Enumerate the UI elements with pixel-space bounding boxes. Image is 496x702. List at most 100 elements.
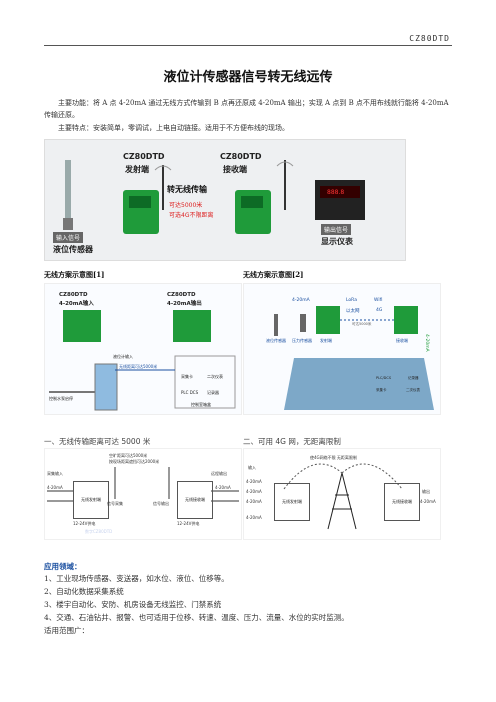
diagram1-sender-icon bbox=[63, 310, 101, 342]
pressure-sensor-icon bbox=[300, 314, 306, 332]
w1-signal-out: 4-20mA bbox=[215, 485, 231, 490]
w2-signal-3: 4-20mA bbox=[246, 499, 262, 504]
applications-heading: 应用领域： bbox=[44, 562, 82, 571]
note-4g: 二、可用 4G 网，无距离限制 bbox=[243, 437, 341, 446]
level-sensor-icon bbox=[274, 314, 278, 336]
wiring1-graphics bbox=[47, 467, 239, 502]
w2-signal-out: 4-20mA bbox=[420, 499, 436, 504]
wave-right-icon bbox=[276, 161, 294, 167]
d2-sender: 发射端 bbox=[320, 338, 332, 343]
list-item: 4、交通、石油钻井、报警、也可适用于位移、转速、温度、压力、流量、水位的实时监测… bbox=[44, 613, 349, 622]
page-title: 液位计传感器信号转无线远传 bbox=[163, 70, 333, 85]
d1-plc: PLC DCS bbox=[181, 390, 199, 395]
paragraph-function: 主要功能：将 A 点 4-20mA 通过无线方式传输到 B 点再还原成 4-20… bbox=[44, 99, 449, 119]
hero-illustration: CZ80DTD 发射端 CZ80DTD 接收端 转无线传输 可达5000米 可选… bbox=[44, 139, 406, 261]
diagram1-heading: 无线方案示意图[1] bbox=[44, 270, 105, 279]
w1-watermark: 数字CZ80DTD bbox=[85, 529, 113, 534]
d1-recorder: 记录器 bbox=[207, 390, 219, 395]
receiver-device-icon bbox=[235, 190, 271, 234]
d1-meter: 二次仪表 bbox=[207, 374, 223, 379]
wiring2-graphics bbox=[283, 463, 403, 530]
w1-power-rx: 12-24V供电 bbox=[177, 521, 200, 526]
d2-collector: 采集卡 bbox=[376, 388, 387, 392]
diagram2-heading: 无线方案示意图[2] bbox=[243, 270, 304, 279]
sender-device-icon bbox=[123, 190, 159, 234]
wiring-diagram-2: 输入 输出 使4G网络不限 无距离限制 4-20mA 4-20mA 4-20mA… bbox=[243, 448, 441, 540]
w1-right-label: 远程输出 bbox=[211, 471, 227, 476]
paragraph-feature: 主要特点：安装简单，零调试，上电自动链接。适用于不方便布线的现场。 bbox=[58, 124, 289, 132]
list-item: 适用范围广： bbox=[44, 626, 89, 635]
w2-top-note: 使4G网络不限 无距离限制 bbox=[310, 455, 357, 460]
d2-pressure: 压力传感器 bbox=[292, 338, 312, 343]
diagram1-graphics bbox=[49, 310, 236, 411]
wave-left-icon bbox=[154, 165, 172, 171]
w2-left-label: 输入 bbox=[248, 465, 256, 470]
header-code: CZ80DTD bbox=[409, 34, 450, 43]
display-screen-icon bbox=[320, 186, 360, 198]
w2-signal-1: 4-20mA bbox=[246, 479, 262, 484]
list-item: 2、自动化数据采集系统 bbox=[44, 587, 124, 596]
d1-cabinet: 控制室箱盒 bbox=[191, 402, 211, 407]
dam-icon bbox=[284, 358, 434, 410]
diagram1-receiver-icon bbox=[173, 310, 211, 342]
d1-receiver: CZ80DTD bbox=[167, 292, 196, 298]
d1-sender: CZ80DTD bbox=[59, 292, 88, 298]
output-name: 显示仪表 bbox=[321, 237, 353, 246]
sensor-probe-icon bbox=[65, 160, 71, 220]
w1-collect: 信号采集 bbox=[107, 501, 123, 506]
applications-list: 1、工业现场传感器、变送器，如水位、液位、位移等。 2、自动化数据采集系统 3、… bbox=[44, 572, 464, 637]
sender-model: CZ80DTD bbox=[123, 152, 165, 161]
range-label-2: 可选4G不限距离 bbox=[169, 212, 214, 219]
hero-graphics bbox=[63, 160, 365, 230]
d1-collector: 采集卡 bbox=[181, 374, 193, 379]
d1-receiver-sub: 4-20mA输出 bbox=[167, 301, 202, 307]
d2-plc: PLC/DCS bbox=[376, 376, 392, 380]
w1-top-note-1: 空旷距离可达5000米 bbox=[109, 453, 148, 458]
w2-right-label: 输出 bbox=[422, 489, 430, 494]
d2-recorder: 记录器 bbox=[408, 376, 419, 380]
w1-power-tx: 12-24V供电 bbox=[73, 521, 96, 526]
w1-tx-box: 无线发射端 bbox=[73, 481, 109, 519]
range-label-1: 可达5000米 bbox=[169, 202, 203, 209]
d1-pump: 控制水泵启停 bbox=[49, 396, 73, 401]
cabinet-icon bbox=[174, 355, 236, 409]
d2-right-signal: 4-20mA bbox=[424, 334, 429, 352]
signal-arc-left bbox=[283, 463, 343, 490]
d2-meter: 二次仪表 bbox=[406, 388, 420, 392]
display-value: 888.8 bbox=[327, 189, 345, 196]
wiring-diagram-1: 采集输入 远程输出 空旷距离可达5000米 按现场距离遮挡可达2000米 4-2… bbox=[44, 448, 242, 540]
receiver-model: CZ80DTD bbox=[220, 152, 262, 161]
list-item: 1、工业现场传感器、变送器，如水位、液位、位移等。 bbox=[44, 574, 229, 583]
header-divider bbox=[44, 45, 452, 46]
diagram2-sender-icon bbox=[316, 306, 340, 334]
d2-ethernet: 以太网 bbox=[346, 309, 360, 314]
diagram2-graphics bbox=[274, 306, 434, 410]
d2-lora: LoRa bbox=[346, 298, 357, 303]
w1-left-label: 采集输入 bbox=[47, 471, 63, 476]
w2-rx-box: 无线接收端 bbox=[384, 483, 420, 521]
output-tag: 输出信号 bbox=[321, 224, 352, 235]
note-distance: 一、无线传输距离可达 5000 米 bbox=[44, 437, 151, 446]
d2-level: 液位传感器 bbox=[266, 338, 286, 343]
diagram1: CZ80DTD 4-20mA输入 CZ80DTD 4-20mA输出 液位计输入 … bbox=[44, 283, 242, 415]
w1-top-note-2: 按现场距离遮挡可达2000米 bbox=[109, 459, 160, 464]
d2-receiver: 接收端 bbox=[396, 338, 408, 343]
sender-name: 发射端 bbox=[125, 165, 149, 174]
sensor-tip-icon bbox=[63, 218, 73, 230]
input-name: 液位传感器 bbox=[53, 245, 93, 254]
d1-level-input: 液位计输入 bbox=[113, 354, 133, 359]
w2-tx-box: 无线发射端 bbox=[274, 483, 310, 521]
d1-sender-sub: 4-20mA输入 bbox=[59, 301, 94, 307]
w1-output: 信号输出 bbox=[153, 501, 169, 506]
w1-rx-box: 无线接收端 bbox=[177, 481, 213, 519]
tower-icon bbox=[327, 472, 357, 530]
w2-signal-4: 4-20mA bbox=[246, 515, 262, 520]
d1-distance: 无线距离可达5000米 bbox=[119, 364, 158, 369]
d2-wifi: Wifi bbox=[374, 298, 383, 303]
d2-signal: 4-20mA bbox=[292, 298, 310, 303]
diagram2: 4-20mA LoRa Wifi 以太网 4G 可达5000米 液位传感器 压力… bbox=[243, 283, 441, 415]
receiver-name: 接收端 bbox=[223, 165, 247, 174]
wireless-label: 转无线传输 bbox=[167, 185, 207, 194]
d2-range: 可达5000米 bbox=[352, 322, 372, 326]
w2-signal-2: 4-20mA bbox=[246, 489, 262, 494]
